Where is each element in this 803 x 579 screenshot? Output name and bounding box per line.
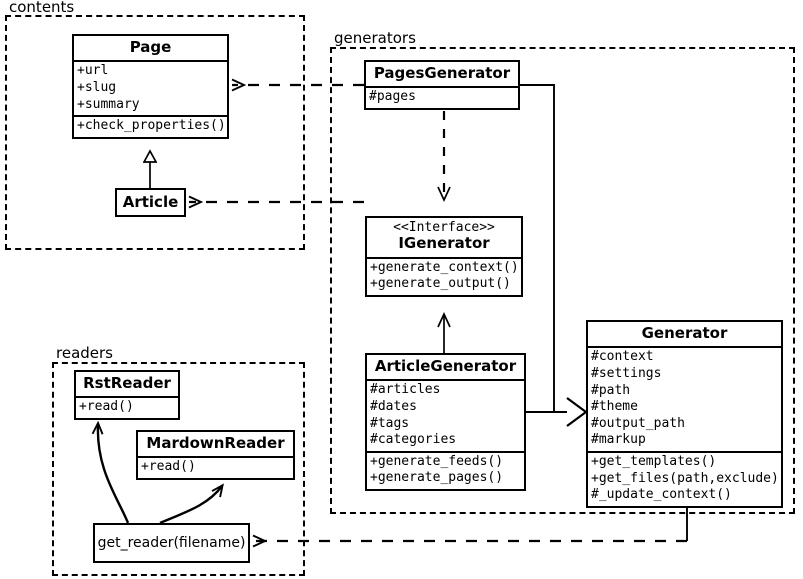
operation: +generate_pages() (370, 470, 504, 486)
class-igenerator-stereotype: <<Interface>> (393, 220, 495, 235)
class-igenerator-title: IGenerator (398, 234, 490, 253)
operation: #_update_context() (591, 487, 732, 503)
class-rst-reader-operations: +read() (76, 396, 178, 418)
class-mardown-reader-operations: +read() (138, 456, 293, 478)
class-mardown-reader[interactable]: MardownReader +read() (136, 430, 295, 480)
operation: +generate_output() (370, 276, 511, 292)
class-article[interactable]: Article (115, 188, 186, 217)
class-rst-reader-title: RstReader (83, 374, 171, 392)
attribute: #categories (370, 432, 457, 448)
operation: +generate_context() (370, 259, 519, 275)
class-igenerator-operations: +generate_context() +generate_output() (367, 256, 521, 295)
attribute: #settings (591, 365, 662, 381)
class-igenerator-header: <<Interface>> IGenerator (367, 218, 521, 257)
operation: +generate_feeds() (370, 453, 504, 469)
package-readers (52, 362, 305, 576)
function-get-reader[interactable]: get_reader(filename) (93, 523, 250, 563)
operation: +read() (79, 399, 134, 415)
class-pages-generator[interactable]: PagesGenerator #pages (364, 60, 520, 110)
operation: +read() (141, 459, 196, 475)
class-page[interactable]: Page +url +slug +summary +check_properti… (72, 34, 229, 139)
class-mardown-reader-title: MardownReader (146, 434, 285, 452)
attribute: #output_path (591, 415, 685, 431)
attribute: #articles (370, 382, 441, 398)
class-article-generator-attributes: #articles #dates #tags #categories (367, 379, 524, 451)
class-pages-generator-title: PagesGenerator (373, 64, 511, 82)
class-pages-generator-attributes: #pages (366, 86, 518, 108)
operation: +check_properties() (77, 118, 226, 134)
class-article-generator[interactable]: ArticleGenerator #articles #dates #tags … (365, 353, 526, 491)
operation: +get_templates() (591, 454, 717, 469)
class-generator-title: Generator (641, 324, 728, 342)
attribute: +slug (77, 79, 117, 95)
attribute: #pages (369, 89, 416, 105)
class-page-operations: +check_properties() (74, 115, 227, 137)
class-igenerator[interactable]: <<Interface>> IGenerator +generate_conte… (365, 216, 523, 297)
attribute: +summary (77, 96, 140, 112)
package-readers-label: readers (53, 346, 116, 361)
class-page-title: Page (129, 38, 172, 56)
class-generator[interactable]: Generator #context #settings #path #them… (586, 320, 783, 508)
attribute: #dates (370, 398, 417, 414)
class-article-title: Article (122, 192, 179, 211)
package-contents (5, 15, 305, 250)
operation: +get_files(path,exclude) (591, 470, 779, 486)
class-rst-reader[interactable]: RstReader +read() (74, 370, 180, 420)
package-contents-label: contents (6, 0, 78, 15)
class-generator-attributes: #context #settings #path #theme #output_… (588, 346, 781, 451)
package-generators (330, 47, 795, 514)
function-get-reader-label: get_reader(filename) (97, 534, 246, 551)
attribute: +url (77, 63, 109, 79)
attribute: #tags (370, 415, 410, 431)
attribute: #context (591, 349, 654, 365)
class-article-generator-title: ArticleGenerator (374, 357, 517, 375)
class-generator-operations: +get_templates() +get_files(path,exclude… (588, 451, 781, 506)
attribute: #markup (591, 432, 646, 448)
class-article-generator-operations: +generate_feeds() +generate_pages() (367, 450, 524, 489)
package-generators-label: generators (331, 31, 419, 46)
class-page-attributes: +url +slug +summary (74, 60, 227, 115)
attribute: #theme (591, 399, 638, 415)
attribute: #path (591, 382, 631, 398)
